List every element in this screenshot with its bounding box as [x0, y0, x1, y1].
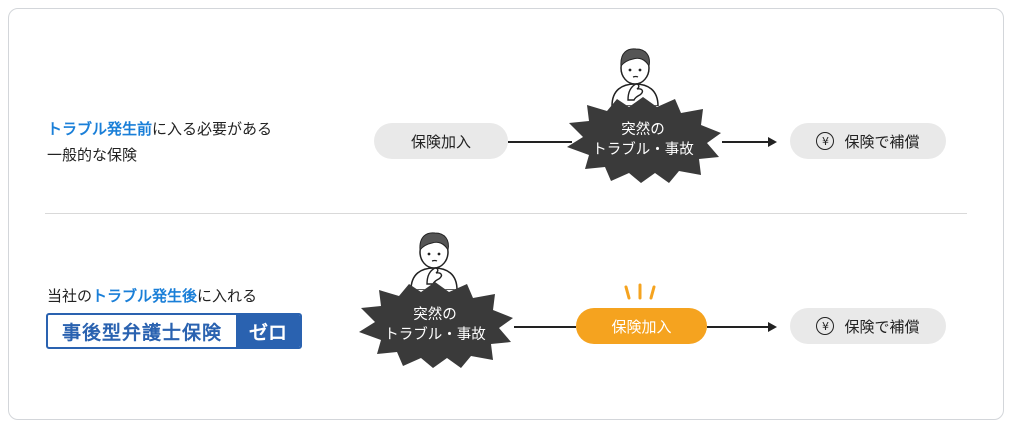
row1-burst-text: 突然の トラブル・事故	[592, 120, 694, 160]
row1-result-label: 保険で補償	[844, 132, 920, 151]
row1-connector-1	[508, 141, 572, 143]
row2-connector-2	[707, 326, 768, 328]
row1-desc-rest: に入る必要がある	[152, 120, 273, 138]
row2-connector-1	[514, 326, 576, 328]
row2-trouble-burst	[359, 282, 513, 368]
row2-burst-line2: トラブル・事故	[384, 327, 486, 343]
alert-lines-icon	[624, 283, 656, 300]
row2-burst-line1: 突然の	[413, 307, 457, 323]
row1-insurance-label: 保険加入	[410, 132, 471, 151]
row1-insurance-pill: 保険加入	[374, 123, 508, 159]
row1-description: トラブル発生前に入る必要がある 一般的な保険	[47, 116, 272, 168]
arrow-right-icon	[768, 136, 777, 147]
diagram-frame	[8, 8, 1004, 420]
row1-desc-line2: 一般的な保険	[47, 146, 138, 164]
thinking-person-icon	[410, 232, 458, 290]
row1-connector-2	[722, 141, 768, 143]
logo-zero-text: ゼロ	[236, 315, 300, 347]
row2-result-label: 保険で補償	[844, 317, 920, 336]
row2-desc-rest: に入れる	[197, 287, 258, 305]
yen-coin-icon: ¥	[816, 317, 835, 335]
row2-description: 当社のトラブル発生後に入れる	[47, 283, 257, 309]
row2-burst-text: 突然の トラブル・事故	[384, 305, 486, 345]
row1-burst-line1: 突然の	[621, 122, 665, 138]
row-divider	[45, 213, 967, 214]
row2-desc-highlight: トラブル発生後	[92, 287, 198, 305]
arrow-right-icon	[768, 321, 777, 332]
row1-result-pill: ¥ 保険で補償	[790, 123, 946, 159]
row1-burst-line2: トラブル・事故	[592, 142, 694, 158]
yen-coin-icon: ¥	[816, 132, 835, 150]
row2-insurance-label: 保険加入	[611, 317, 672, 336]
row1-trouble-burst	[567, 97, 721, 183]
row2-desc-prefix: 当社の	[47, 287, 93, 305]
logo-main-text: 事後型弁護士保険	[61, 321, 222, 344]
product-logo: 事後型弁護士保険 ゼロ	[46, 313, 302, 349]
row2-result-pill: ¥ 保険で補償	[790, 308, 946, 344]
row2-insurance-pill: 保険加入	[576, 308, 707, 344]
row1-desc-highlight: トラブル発生前	[47, 120, 153, 138]
